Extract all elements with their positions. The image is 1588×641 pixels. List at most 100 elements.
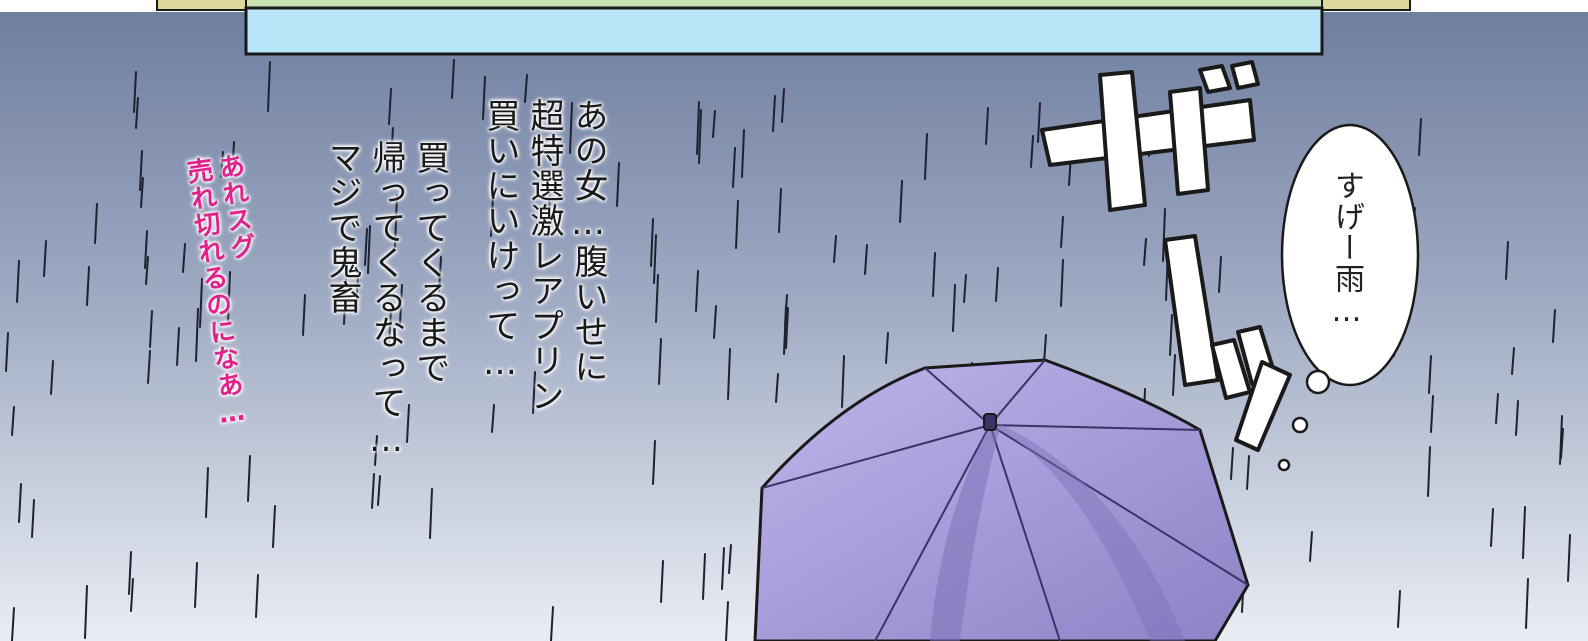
rain-streak xyxy=(899,180,903,223)
rain-streak xyxy=(205,467,209,518)
rain-streak xyxy=(550,606,554,641)
rain-streak xyxy=(781,88,785,123)
rain-streak xyxy=(194,562,198,608)
rain-streak xyxy=(1552,309,1556,343)
rain-streak xyxy=(524,74,528,103)
rain-streak xyxy=(135,97,139,129)
rain-streak xyxy=(31,499,35,538)
rain-streak xyxy=(94,203,98,244)
rain-streak xyxy=(924,133,928,180)
rain-streak xyxy=(778,188,782,233)
rain-streak xyxy=(995,267,999,302)
rain-streak xyxy=(390,127,394,163)
rain-streak xyxy=(451,59,455,99)
rain-streak xyxy=(220,151,224,178)
rain-streak xyxy=(1309,531,1313,562)
rain-streak xyxy=(139,150,143,191)
rain-streak xyxy=(302,294,306,336)
rain-streak xyxy=(1230,447,1234,480)
rain-streak xyxy=(490,195,494,237)
rain-streak xyxy=(388,307,392,348)
rain-streak xyxy=(785,307,789,349)
rain-streak xyxy=(16,260,20,303)
rain-streak xyxy=(491,404,495,433)
rain-streak xyxy=(772,95,776,132)
rain-streak xyxy=(1143,238,1147,266)
rain-streak xyxy=(199,278,203,328)
rain-streak xyxy=(784,294,788,327)
rain-streak xyxy=(698,109,702,164)
rain-streak xyxy=(18,483,22,523)
rain-streak xyxy=(145,256,149,285)
rain-streak xyxy=(429,488,433,539)
rain-streak xyxy=(532,371,536,414)
rain-streak xyxy=(655,274,659,323)
rain-streak xyxy=(84,585,88,639)
rain-streak xyxy=(652,440,656,485)
rain-streak xyxy=(735,200,739,249)
monologue-left: あの女…腹いせに 超特選激レアプリン 買いにいけって… xyxy=(480,98,608,413)
rain-streak xyxy=(231,141,235,177)
rain-streak xyxy=(267,61,271,112)
rain-streak xyxy=(702,553,706,600)
rain-streak xyxy=(343,279,347,325)
rain-streak xyxy=(1037,102,1041,143)
rain-streak xyxy=(1522,506,1526,559)
rain-streak xyxy=(255,574,259,618)
rain-streak xyxy=(195,308,199,362)
rain-streak xyxy=(11,607,15,641)
rain-streak xyxy=(696,101,700,155)
rain-streak xyxy=(1246,455,1250,490)
rain-streak xyxy=(1495,393,1499,424)
rain-streak xyxy=(5,332,9,372)
thought-bubble-text: すげー雨… xyxy=(1329,170,1364,330)
rain-streak xyxy=(833,235,837,263)
rain-streak xyxy=(1060,259,1064,307)
rain-streak xyxy=(775,373,779,403)
rain-streak xyxy=(140,177,144,208)
rain-streak xyxy=(374,435,378,466)
rain-streak xyxy=(721,547,725,590)
rain-streak xyxy=(371,473,375,509)
rain-streak xyxy=(144,230,148,269)
rain-streak xyxy=(732,147,736,188)
rain-streak xyxy=(712,110,716,138)
rain-streak xyxy=(182,243,186,273)
rain-streak xyxy=(1418,118,1422,156)
rain-streak xyxy=(1427,446,1431,497)
rain-streak xyxy=(128,551,132,595)
rain-streak xyxy=(963,274,967,303)
rain-streak xyxy=(367,225,371,274)
rain-streak xyxy=(176,327,180,366)
rain-streak xyxy=(932,252,936,297)
rain-streak xyxy=(1397,590,1401,628)
rain-streak xyxy=(1430,395,1434,433)
rain-streak xyxy=(147,350,151,384)
umbrella xyxy=(753,358,1250,641)
rain-streak xyxy=(399,284,403,325)
rain-streak xyxy=(616,162,620,207)
rain-streak xyxy=(377,475,381,506)
rain-streak xyxy=(1162,208,1166,262)
rain-streak xyxy=(355,277,359,305)
rain-streak xyxy=(695,270,699,312)
rain-streak xyxy=(43,240,47,277)
rain-streak xyxy=(952,284,956,332)
rain-streak xyxy=(272,505,276,548)
rain-streak xyxy=(885,332,889,364)
rain-streak xyxy=(1060,216,1064,248)
rain-streak xyxy=(727,348,731,400)
rain-streak xyxy=(11,406,15,436)
rain-streak xyxy=(1043,334,1047,364)
rain-streak xyxy=(1169,314,1173,356)
rain-streak xyxy=(864,244,868,275)
rain-streak xyxy=(1567,534,1571,582)
rain-streak xyxy=(650,218,654,267)
rain-streak xyxy=(86,266,90,306)
rain-streak xyxy=(1560,428,1564,459)
rain-streak xyxy=(364,228,368,266)
rain-streak xyxy=(660,560,664,603)
rain-streak xyxy=(133,71,137,113)
thought-bubble xyxy=(1277,123,1420,472)
rain-streak xyxy=(406,404,410,443)
